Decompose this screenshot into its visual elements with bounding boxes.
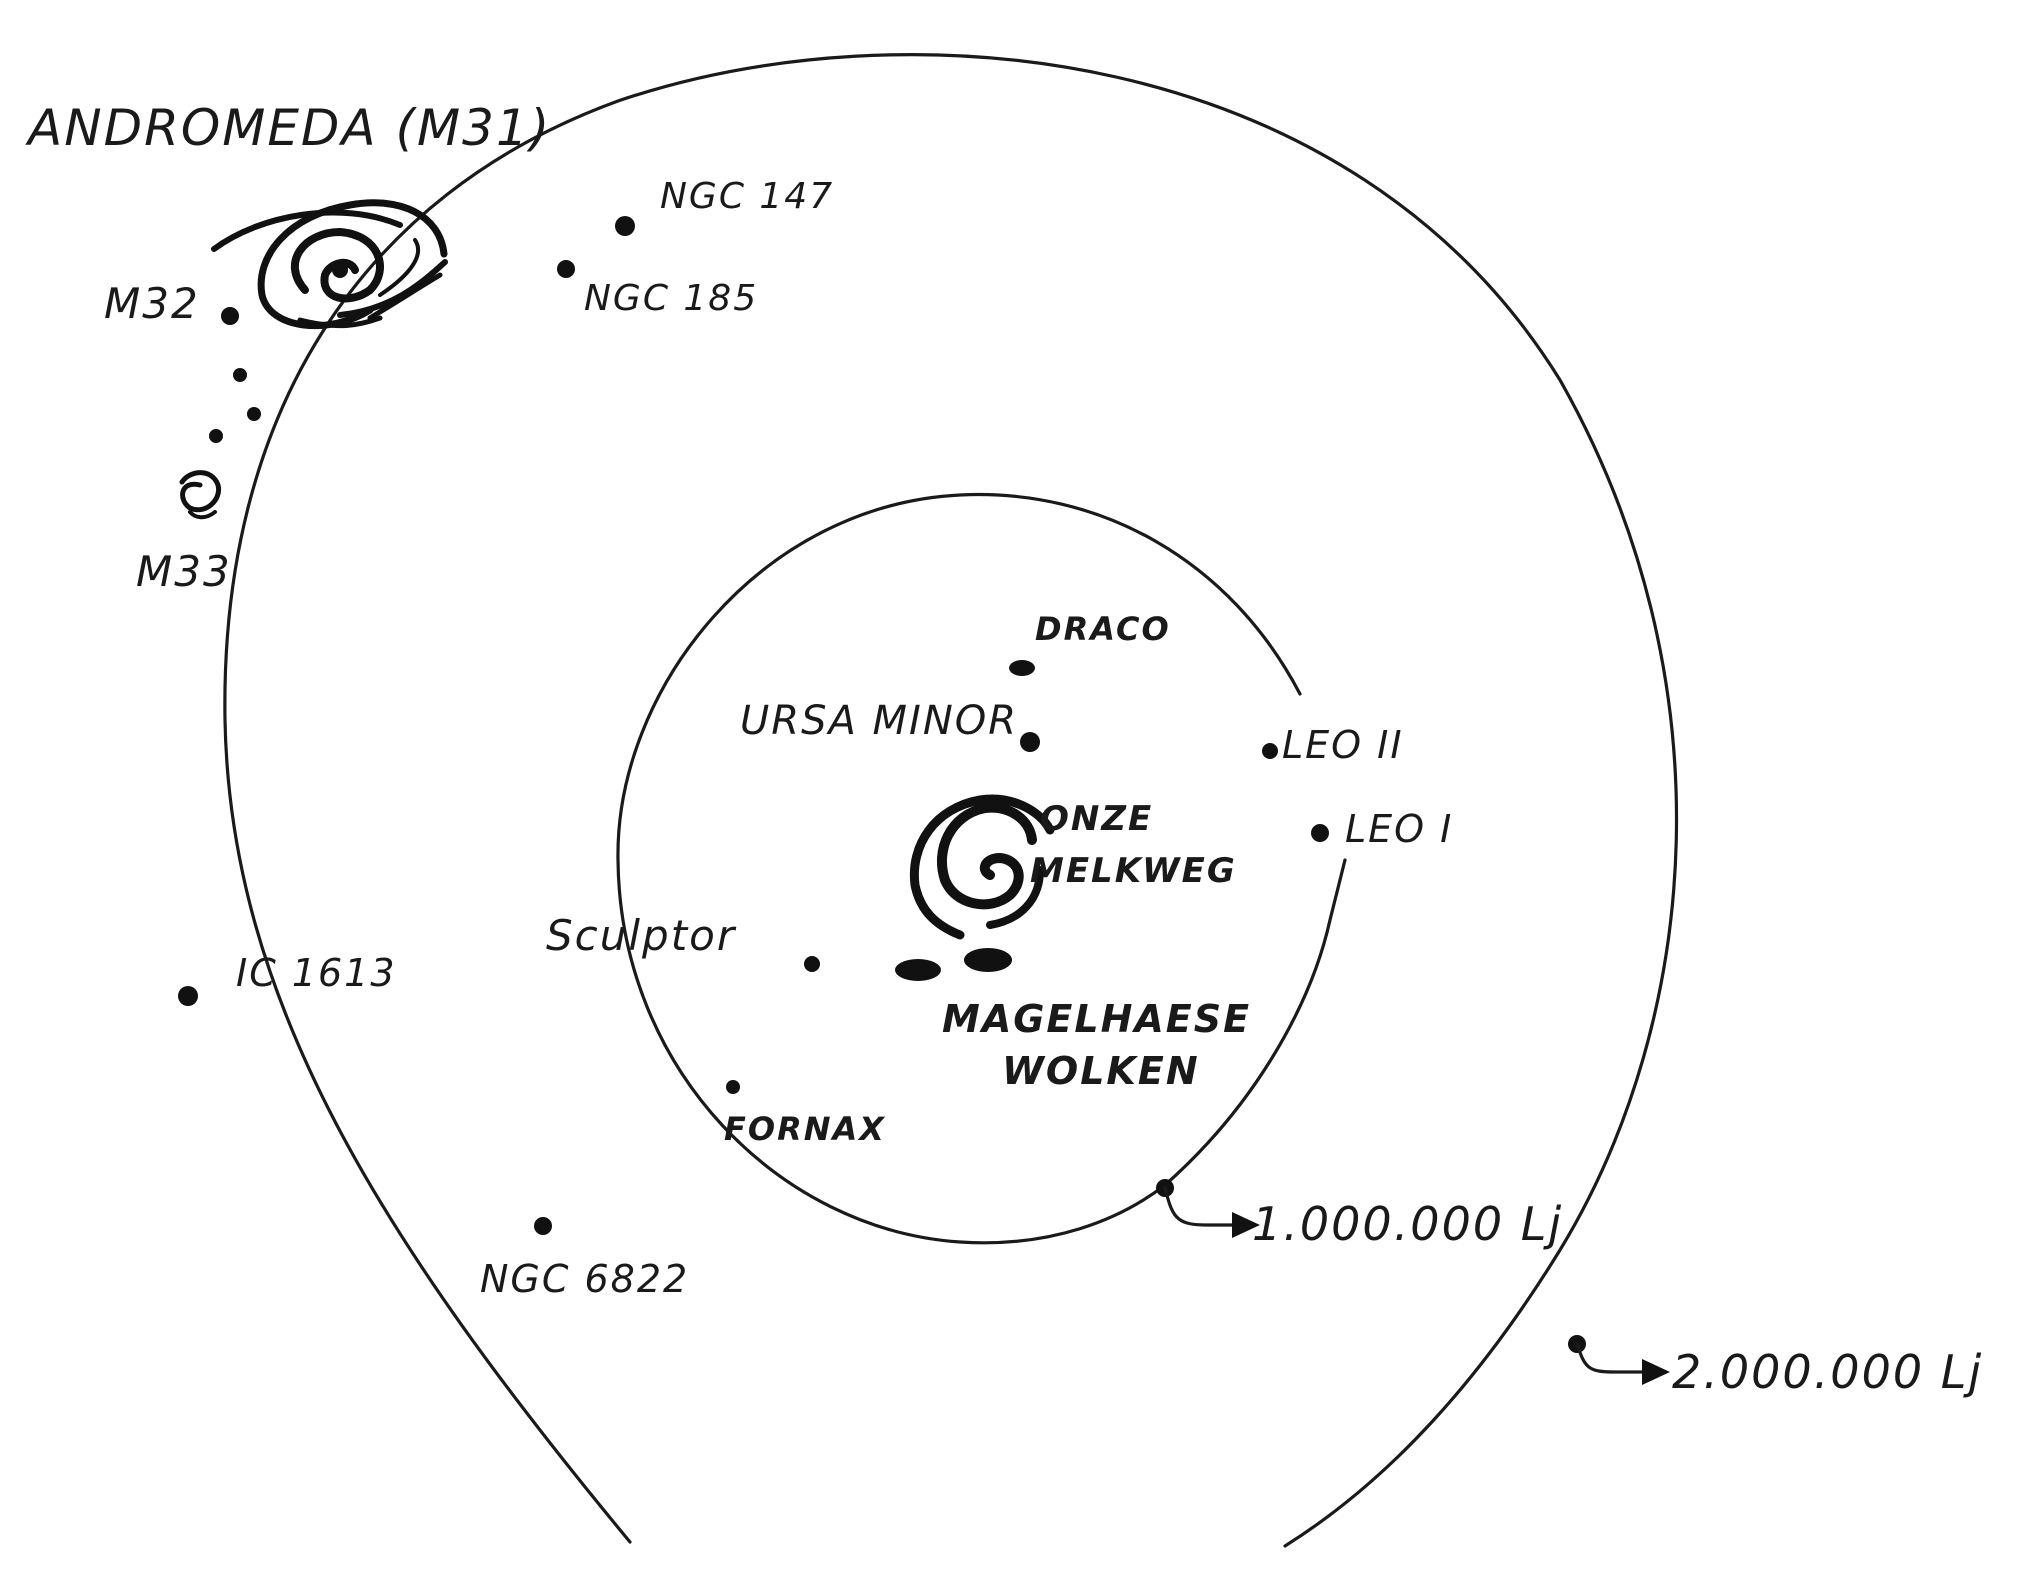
fornax-dot — [726, 1080, 740, 1094]
magellan-label-line1: MAGELHAESE — [942, 997, 1251, 1041]
andromeda-label: ANDROMEDA (M31) — [25, 99, 551, 157]
satellite-dot-1 — [233, 368, 247, 382]
draco-dot — [1009, 660, 1035, 676]
ic1613-label: IC 1613 — [236, 951, 397, 995]
magellan-cloud-small — [895, 959, 941, 981]
outer-circle-right — [616, 53, 1679, 1548]
leo2-label: LEO II — [1282, 723, 1404, 767]
leo1-dot — [1311, 824, 1329, 842]
milky-way-label-line1: ONZE — [1040, 799, 1153, 839]
leo1-label: LEO I — [1345, 807, 1453, 851]
scale-outer-label: 2.000.000 Lj — [1672, 1345, 1983, 1399]
magellan-cloud-large — [964, 948, 1012, 972]
andromeda-galaxy — [211, 199, 448, 330]
scale-inner-label: 1.000.000 Lj — [1252, 1197, 1563, 1251]
ic1613-dot — [178, 986, 198, 1006]
sculptor-dot — [804, 956, 820, 972]
fornax-label: FORNAX — [724, 1110, 886, 1148]
sculptor-label: Sculptor — [546, 911, 737, 960]
ngc147-dot — [615, 216, 635, 236]
m32-label: M32 — [104, 279, 200, 328]
draco-label: DRACO — [1035, 610, 1171, 648]
ngc6822-label: NGC 6822 — [480, 1257, 689, 1301]
milky-way-galaxy — [909, 794, 1055, 940]
magellan-label-line2: WOLKEN — [1002, 1049, 1200, 1093]
outer-circle — [223, 99, 632, 1544]
milky-way-label-line2: MELKWEG — [1030, 851, 1237, 891]
m33-galaxy — [179, 470, 222, 520]
ursa-minor-dot — [1020, 732, 1040, 752]
ngc185-label: NGC 185 — [584, 278, 758, 319]
satellite-dot-2 — [247, 407, 261, 421]
ursa-minor-label: URSA MINOR — [740, 698, 1018, 744]
leo2-dot — [1262, 743, 1278, 759]
ngc147-label: NGC 147 — [660, 176, 834, 217]
scale-outer-marker — [1568, 1335, 1670, 1385]
scale-inner-marker — [1156, 1179, 1260, 1238]
inner-circle — [616, 492, 1347, 1245]
satellite-dot-3 — [209, 429, 223, 443]
ngc185-dot — [557, 260, 575, 278]
m33-label: M33 — [136, 547, 232, 596]
m32-dot — [221, 307, 239, 325]
ngc6822-dot — [534, 1217, 552, 1235]
